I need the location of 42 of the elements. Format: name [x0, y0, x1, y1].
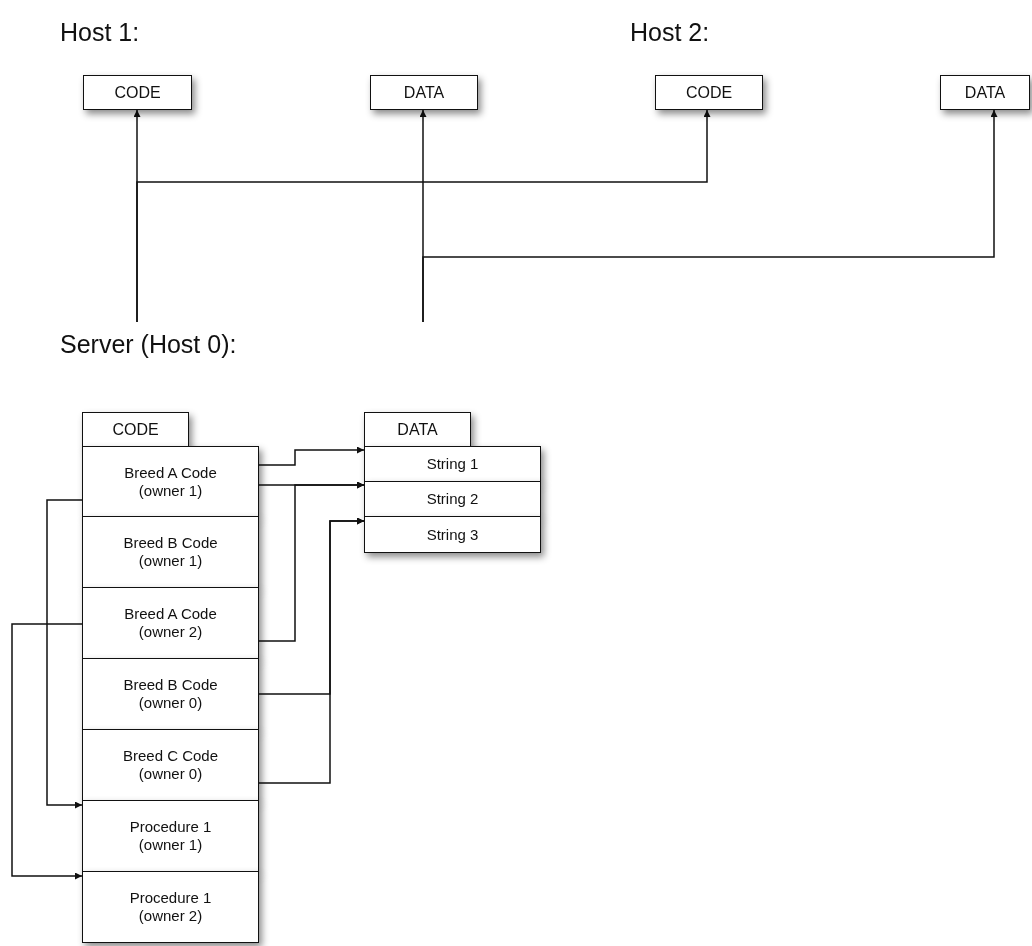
- box-label: Breed A Code (owner 1): [123, 463, 218, 500]
- code-block: [82, 516, 259, 588]
- box-label: String 2: [425, 490, 480, 508]
- box-label: CODE: [685, 82, 733, 103]
- box-label: DATA: [403, 82, 445, 103]
- memory-label-box: [83, 75, 192, 110]
- memory-label-box: [940, 75, 1030, 110]
- code-block: [82, 871, 259, 943]
- box-label: CODE: [114, 82, 161, 103]
- box-label: Breed A Code (owner 2): [123, 605, 218, 641]
- arrow: [422, 109, 998, 323]
- box-label: String 1: [425, 455, 480, 473]
- section-heading: Host 1:: [60, 18, 140, 47]
- memory-label-box: [370, 75, 478, 110]
- code-block: [82, 800, 259, 872]
- memory-tab: [82, 412, 189, 448]
- code-block: [82, 658, 259, 730]
- box-label: Breed B Code (owner 0): [122, 676, 219, 712]
- memory-tab: [364, 412, 471, 448]
- arrow: [11, 623, 83, 880]
- box-label: Breed C Code (owner 0): [121, 747, 220, 783]
- string-block: [364, 446, 541, 482]
- arrow: [258, 481, 365, 642]
- section-heading: Server (Host 0):: [60, 330, 237, 359]
- arrow: [258, 446, 365, 466]
- arrow: [258, 517, 365, 784]
- box-label: String 3: [425, 525, 480, 544]
- code-block: [82, 446, 259, 517]
- section-heading: Host 2:: [630, 18, 710, 47]
- arrow: [46, 499, 83, 809]
- box-label: Breed B Code (owner 1): [122, 534, 219, 570]
- box-label: DATA: [964, 82, 1006, 103]
- box-label: DATA: [397, 420, 438, 440]
- memory-label-box: [655, 75, 763, 110]
- box-label: Procedure 1 (owner 2): [128, 889, 213, 925]
- arrow: [136, 109, 711, 323]
- code-block: [82, 587, 259, 659]
- string-block: [364, 516, 541, 553]
- code-block: [82, 729, 259, 801]
- string-block: [364, 481, 541, 517]
- box-label: Procedure 1 (owner 1): [128, 818, 213, 854]
- box-label: CODE: [112, 420, 159, 440]
